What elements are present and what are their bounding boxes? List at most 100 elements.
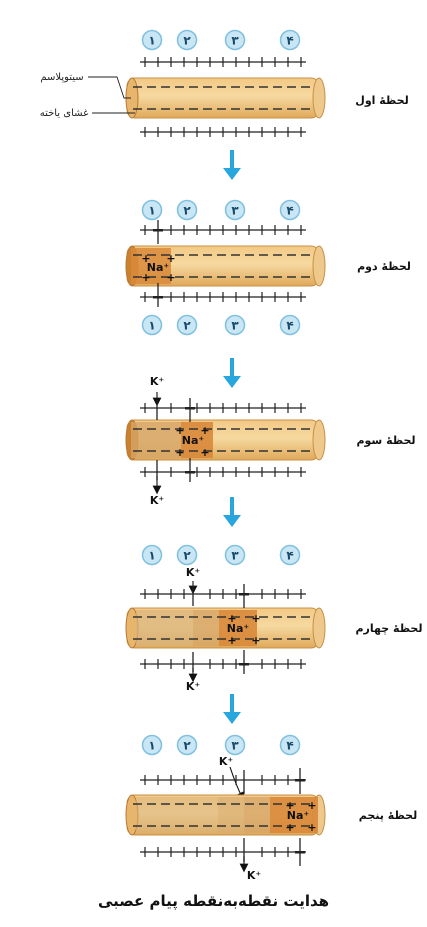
position-marker-circle (279, 544, 301, 566)
position-marker-number: ۲ (183, 739, 191, 753)
depolarized-segment (181, 422, 213, 458)
depolarized-segment (136, 797, 218, 833)
position-marker-circle (141, 734, 163, 756)
sodium-ion-label: Na⁺ (227, 622, 250, 635)
internal-positive-charge: + (141, 271, 150, 284)
stage-3-group: K⁺ Na⁺+ + + + K⁺ لحظهٔ سوم (125, 375, 416, 527)
position-marker-circle (176, 544, 198, 566)
stage-transition-arrowhead (223, 712, 241, 724)
axon-end-cap (312, 77, 326, 119)
position-marker-number: ۴ (286, 204, 293, 218)
membrane-label: غشای یاخته (40, 108, 89, 119)
position-marker-number: ۴ (286, 549, 293, 563)
stage-label: لحظهٔ چهارم (356, 622, 423, 635)
position-marker-number: ۲ (183, 549, 191, 563)
position-marker-number: ۳ (231, 549, 239, 563)
depolarized-segment (131, 248, 171, 284)
position-marker-circle (279, 734, 301, 756)
depolarized-segment (218, 797, 244, 833)
depolarized-segment (136, 610, 193, 646)
position-marker-number: ۱ (148, 319, 155, 333)
internal-positive-charge: + (285, 821, 294, 834)
stage-transition-arrowhead (223, 515, 241, 527)
potassium-ion-label: K⁺ (186, 680, 201, 693)
internal-positive-charge: + (166, 252, 175, 265)
sodium-ion-label: Na⁺ (147, 261, 170, 274)
position-marker-number: ۱ (148, 34, 155, 48)
position-marker-number: ۱ (148, 739, 155, 753)
position-marker-circle (279, 29, 301, 51)
position-marker-circle (279, 199, 301, 221)
position-marker-circle (176, 29, 198, 51)
stage-1-group: ۱ ۲ ۳ ۴ سیتوپلاسم غشای یاخته لحظهٔ اول (40, 29, 409, 180)
depolarized-segment (193, 610, 219, 646)
position-marker-number: ۲ (183, 204, 191, 218)
position-marker-number: ۴ (286, 739, 293, 753)
potassium-ion-label: K⁺ (186, 566, 201, 579)
position-marker-circle (176, 734, 198, 756)
internal-positive-charge: + (200, 446, 209, 459)
position-marker-circle (224, 314, 246, 336)
position-marker-circle (224, 29, 246, 51)
potassium-ion-label: K⁺ (150, 494, 165, 507)
internal-positive-charge: + (141, 252, 150, 265)
internal-positive-charge: + (166, 271, 175, 284)
depolarized-segment (244, 797, 270, 833)
depolarized-segment (270, 797, 318, 833)
position-marker-number: ۱ (148, 204, 155, 218)
diagram-caption: هدایت نقطه‌به‌نقطه پیام عصبی (97, 892, 330, 910)
position-marker-circle (141, 314, 163, 336)
sodium-ion-label: Na⁺ (287, 809, 310, 822)
position-marker-circle (224, 544, 246, 566)
depolarized-segment (219, 610, 257, 646)
position-marker-number: ۲ (183, 319, 191, 333)
stage-5-group: ۱ ۲ ۳ ۴K⁺ Na⁺+ + + + K⁺ لحظهٔ پنجم (125, 734, 417, 882)
internal-positive-charge: + (307, 799, 316, 812)
position-marker-circle (176, 199, 198, 221)
stage-label: لحظهٔ سوم (356, 434, 415, 447)
stage-transition-arrowhead (223, 376, 241, 388)
potassium-ion-label: K⁺ (247, 869, 262, 882)
potassium-ion-label: K⁺ (219, 755, 234, 768)
position-marker-number: ۳ (231, 204, 239, 218)
position-marker-circle (224, 199, 246, 221)
position-marker-number: ۳ (231, 34, 239, 48)
axon-end-cap (312, 419, 326, 461)
internal-positive-charge: + (200, 424, 209, 437)
internal-positive-charge: + (285, 799, 294, 812)
depolarized-segment (131, 422, 181, 458)
position-marker-circle (141, 29, 163, 51)
position-marker-circle (224, 734, 246, 756)
position-marker-number: ۳ (231, 319, 239, 333)
position-marker-circle (141, 544, 163, 566)
internal-positive-charge: + (175, 424, 184, 437)
position-marker-number: ۴ (286, 319, 293, 333)
internal-positive-charge: + (251, 634, 260, 647)
stage-label: لحظهٔ اول (355, 94, 408, 107)
cytoplasm-leader (88, 76, 131, 99)
internal-positive-charge: + (307, 821, 316, 834)
axon-cylinder (126, 77, 320, 119)
axon-end-cap (312, 245, 326, 287)
position-marker-number: ۲ (183, 34, 191, 48)
sodium-ion-label: Na⁺ (182, 434, 205, 447)
position-marker-circle (279, 314, 301, 336)
internal-positive-charge: + (251, 612, 260, 625)
position-marker-number: ۳ (231, 739, 239, 753)
position-marker-circle (176, 314, 198, 336)
position-marker-number: ۴ (286, 34, 293, 48)
position-marker-number: ۱ (148, 549, 155, 563)
stage-label: لحظهٔ پنجم (359, 809, 417, 822)
stage-label: لحظهٔ دوم (357, 260, 411, 273)
cytoplasm-label: سیتوپلاسم (40, 72, 83, 83)
axon-end-cap (312, 607, 326, 649)
internal-positive-charge: + (175, 446, 184, 459)
internal-positive-charge: + (227, 612, 236, 625)
potassium-ion-label: K⁺ (150, 375, 165, 388)
stage-transition-arrowhead (223, 168, 241, 180)
position-marker-circle (141, 199, 163, 221)
